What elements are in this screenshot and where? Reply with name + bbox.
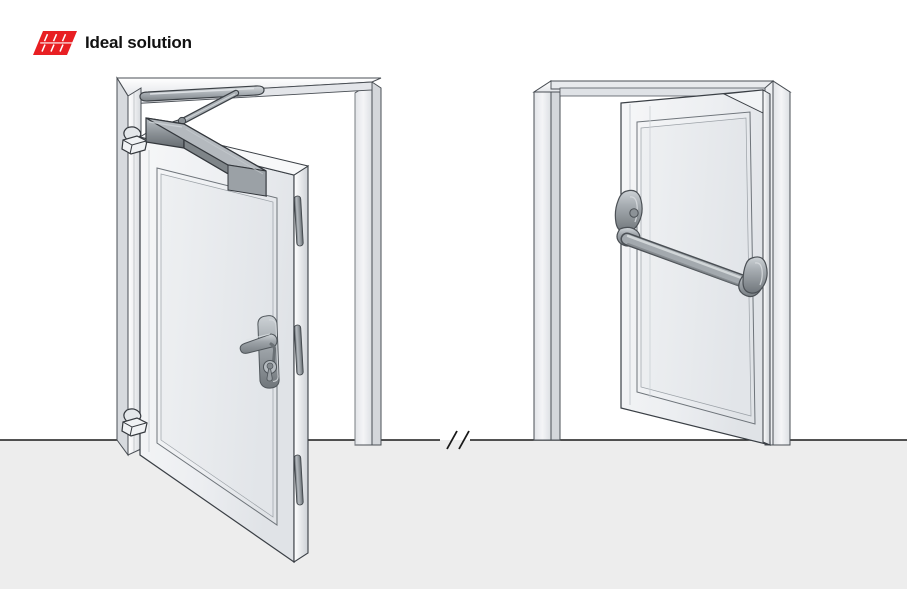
panic-bar[interactable]: [620, 232, 755, 290]
hinge-top: [293, 195, 304, 247]
left-door-hinges: [293, 195, 304, 506]
right-door-assembly: [532, 79, 792, 446]
lever-handle-set[interactable]: [239, 315, 280, 389]
hinge-middle: [293, 324, 304, 376]
left-door-assembly: [116, 76, 382, 564]
red-striped-diamond-logo-icon: [33, 31, 77, 55]
frame-bracket-bottom: [121, 408, 148, 437]
lever-handle[interactable]: [239, 333, 278, 364]
break-line-symbol: [446, 430, 470, 450]
brand-logo: [33, 31, 77, 55]
left-frame-right-jamb: [354, 81, 382, 446]
door-closer-body: [145, 117, 267, 198]
page-title: Ideal solution: [85, 33, 192, 52]
closer-slide-track: [139, 85, 265, 102]
hinge-bottom: [293, 454, 304, 506]
panic-bar-assembly[interactable]: [614, 189, 768, 298]
page-header: Ideal solution: [0, 0, 907, 75]
panic-bar-mount-right: [738, 256, 768, 298]
right-frame-left-jamb: [533, 79, 561, 441]
left-frame-left-jamb: [116, 76, 142, 457]
floor-area: [0, 440, 907, 589]
frame-bracket-top: [121, 126, 148, 155]
keyhole: [263, 360, 277, 382]
